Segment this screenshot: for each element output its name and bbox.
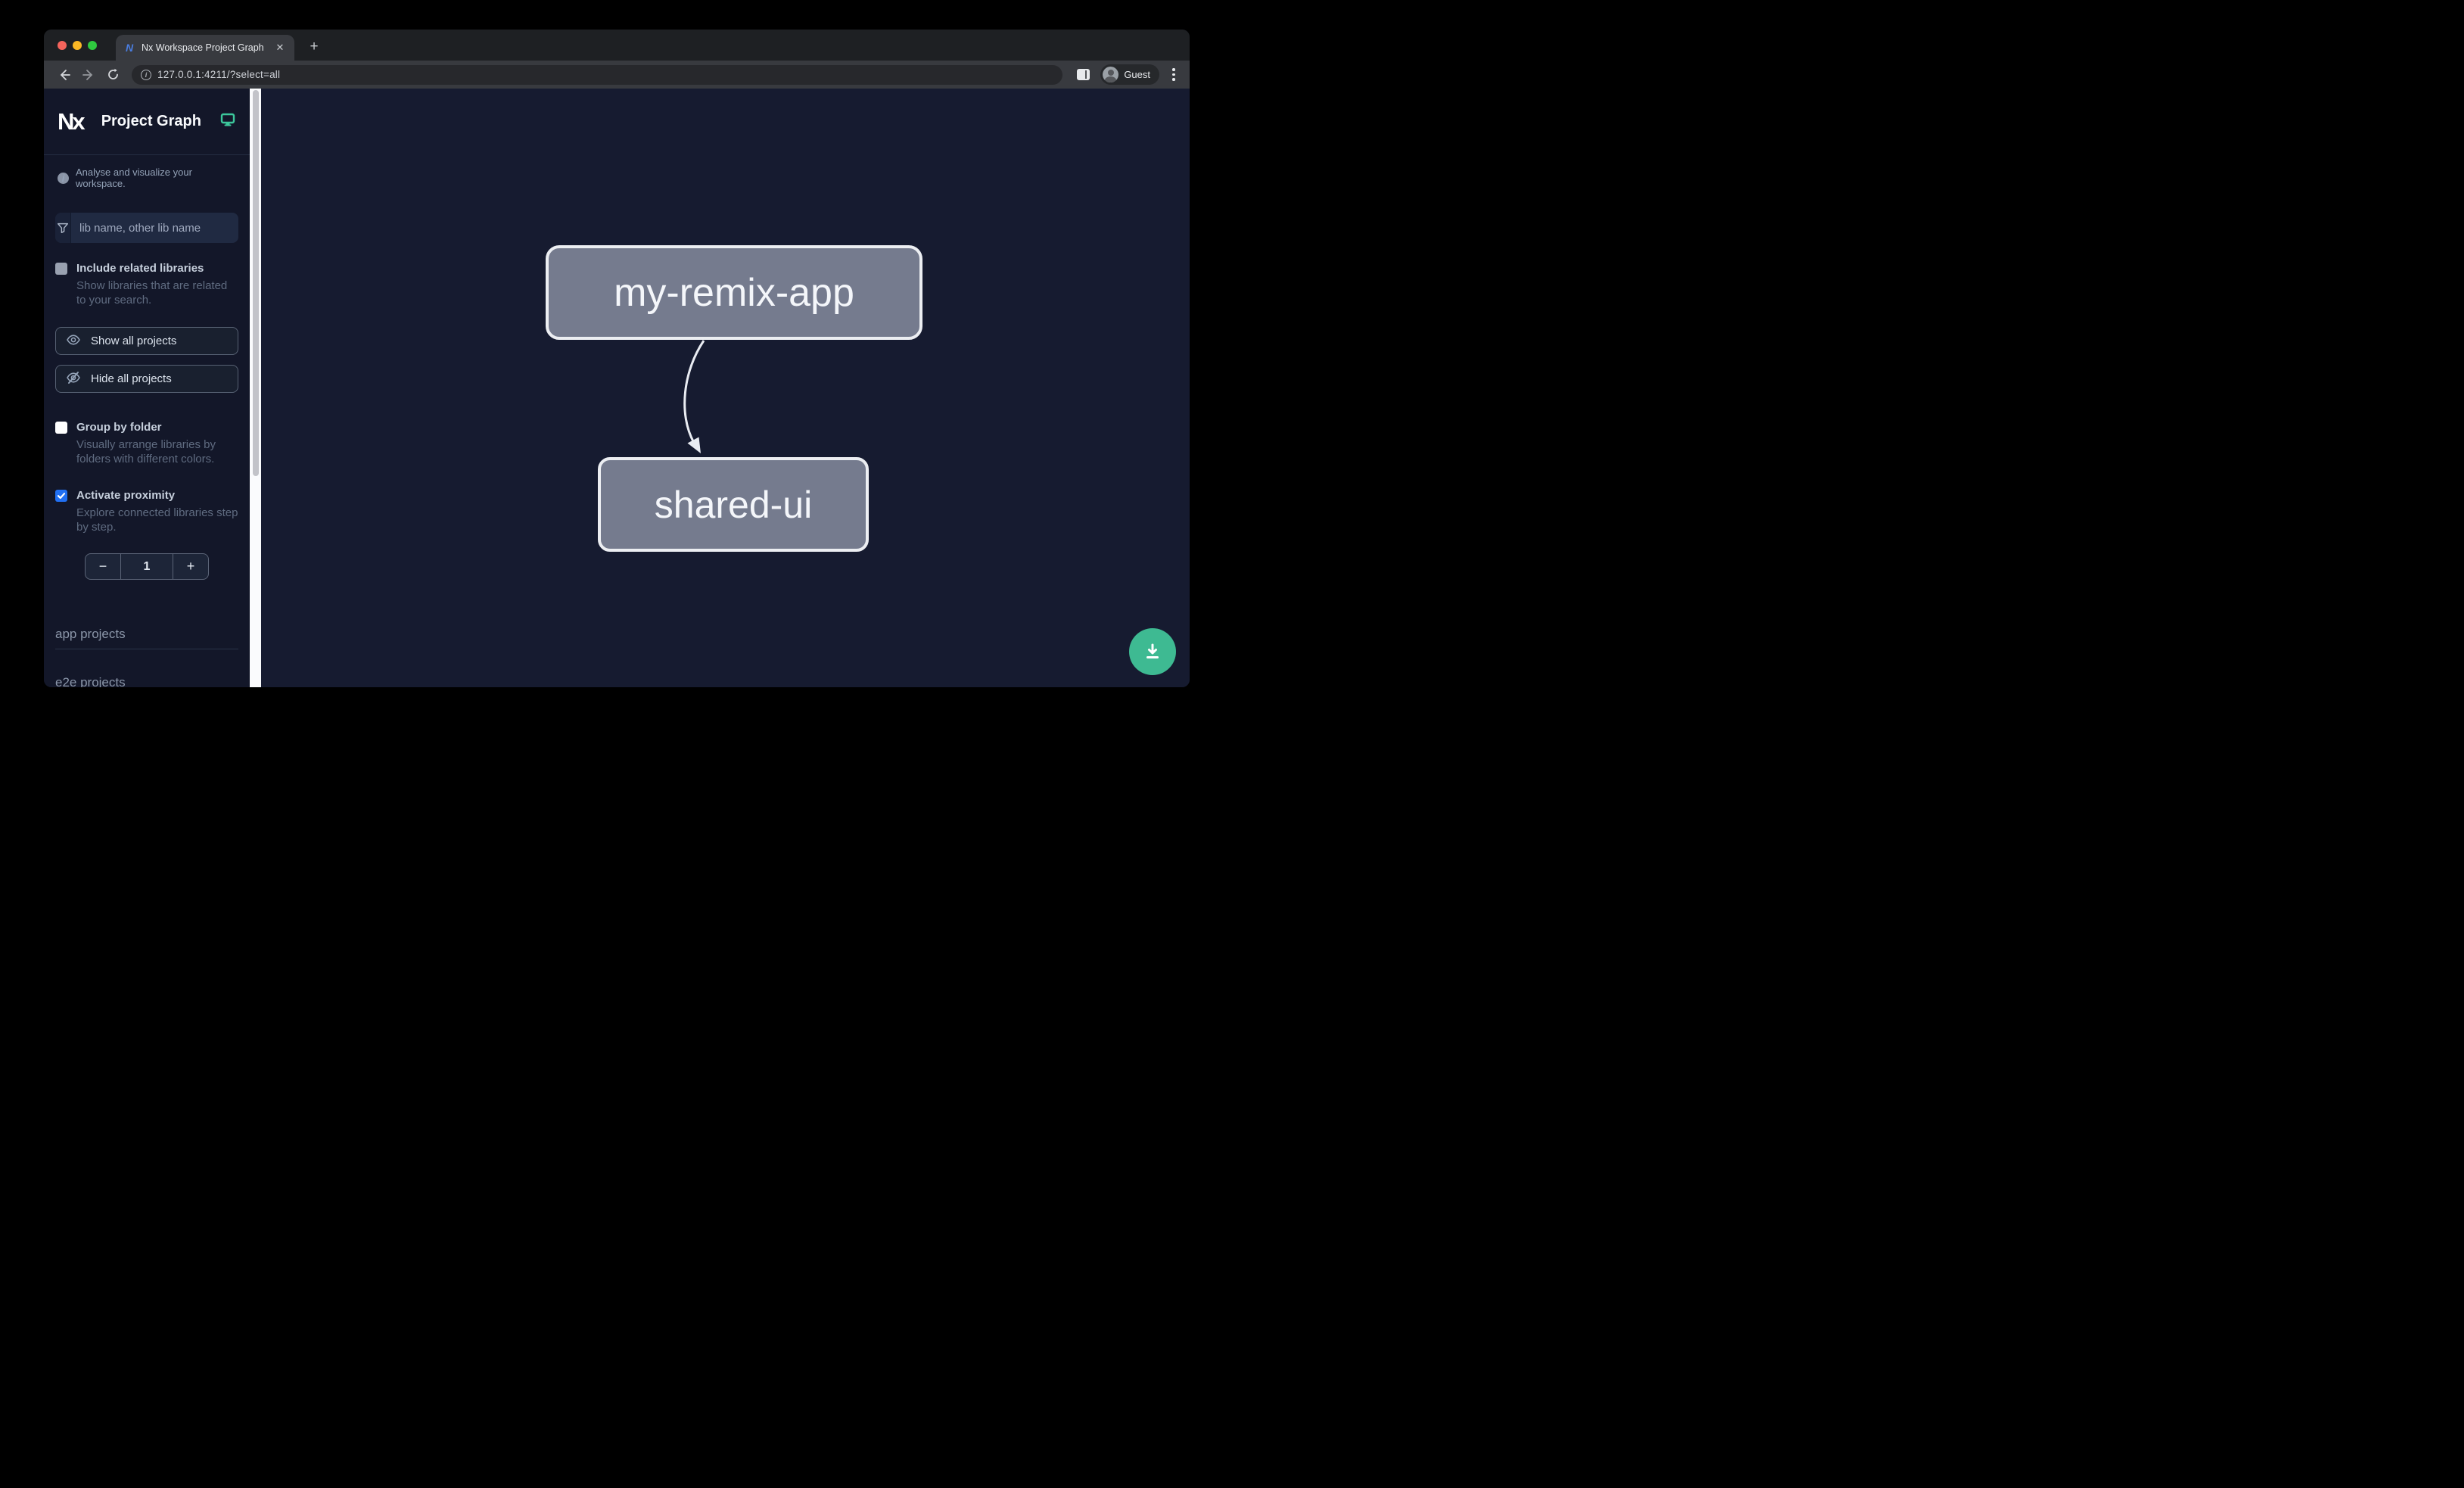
- graph-node[interactable]: my-remix-app: [546, 245, 922, 340]
- screenshot-stage: N Nx Workspace Project Graph ✕ + i 127.0…: [0, 0, 1232, 744]
- page-title: Project Graph: [101, 113, 201, 129]
- sidebar-scrollbar[interactable]: [250, 89, 261, 687]
- section-e2e-projects[interactable]: e2e projects: [55, 675, 238, 687]
- increment-button[interactable]: +: [173, 554, 208, 580]
- download-graph-button[interactable]: [1129, 628, 1176, 675]
- hide-all-projects-button[interactable]: Hide all projects: [55, 365, 238, 394]
- info-icon: i: [58, 172, 69, 184]
- workspace-tagline-row: i Analyse and visualize your workspace.: [44, 155, 250, 189]
- new-tab-button[interactable]: +: [310, 39, 319, 54]
- search-input[interactable]: [71, 213, 238, 243]
- browser-toolbar: i 127.0.0.1:4211/?select=all Guest: [44, 61, 1190, 89]
- browser-tab[interactable]: N Nx Workspace Project Graph ✕: [116, 35, 294, 61]
- group-by-folder-checkbox[interactable]: [55, 422, 67, 434]
- decrement-button[interactable]: −: [86, 554, 121, 580]
- window-controls: [58, 41, 97, 50]
- reload-icon[interactable]: [103, 65, 123, 85]
- nx-favicon-icon: N: [125, 42, 134, 54]
- download-icon: [1146, 643, 1159, 658]
- option-activate-proximity: Activate proximity Explore connected lib…: [44, 488, 250, 535]
- site-info-icon[interactable]: i: [141, 69, 151, 80]
- show-all-projects-button[interactable]: Show all projects: [55, 327, 238, 356]
- workspace-tagline: Analyse and visualize your workspace.: [76, 167, 192, 189]
- option-include-related: Include related libraries Show libraries…: [44, 261, 250, 308]
- maximize-window-button[interactable]: [88, 41, 97, 50]
- graph-node[interactable]: shared-ui: [598, 457, 869, 552]
- section-app-projects[interactable]: app projects: [55, 627, 238, 650]
- side-panel-icon[interactable]: [1073, 65, 1093, 85]
- page-content: Nx Project Graph i Analyse and visualize…: [44, 89, 1190, 687]
- browser-window: N Nx Workspace Project Graph ✕ + i 127.0…: [44, 30, 1190, 687]
- button-label: Hide all projects: [91, 372, 172, 386]
- close-window-button[interactable]: [58, 41, 67, 50]
- tab-strip: N Nx Workspace Project Graph ✕ +: [44, 30, 1190, 61]
- nx-logo: Nx: [58, 107, 86, 135]
- dependency-edge: [683, 340, 705, 453]
- search-field: [55, 213, 238, 243]
- activate-proximity-checkbox[interactable]: [55, 490, 67, 503]
- profile-button[interactable]: Guest: [1100, 64, 1159, 85]
- tab-close-icon[interactable]: ✕: [275, 42, 285, 53]
- avatar-icon: [1103, 67, 1119, 82]
- option-description: Explore connected libraries step by step…: [76, 506, 238, 534]
- profile-label: Guest: [1124, 69, 1150, 80]
- url-text: 127.0.0.1:4211/?select=all: [157, 69, 281, 80]
- minimize-window-button[interactable]: [73, 41, 82, 50]
- forward-icon[interactable]: [79, 65, 98, 85]
- proximity-stepper: − 1 +: [85, 553, 209, 581]
- browser-menu-icon[interactable]: [1167, 65, 1181, 85]
- graph-canvas[interactable]: my-remix-app shared-ui: [261, 89, 1190, 687]
- url-bar[interactable]: i 127.0.0.1:4211/?select=all: [132, 64, 1063, 85]
- option-description: Visually arrange libraries by folders wi…: [76, 437, 216, 466]
- sidebar-header: Nx Project Graph: [44, 89, 250, 155]
- back-icon[interactable]: [54, 65, 74, 85]
- tab-title: Nx Workspace Project Graph: [142, 42, 264, 53]
- proximity-value: 1: [143, 559, 151, 573]
- button-label: Show all projects: [91, 335, 177, 348]
- filter-icon: [55, 213, 71, 243]
- option-label: Activate proximity: [76, 489, 176, 503]
- scrollbar-thumb[interactable]: [252, 90, 259, 476]
- eye-off-icon: [66, 370, 81, 388]
- eye-icon: [66, 332, 81, 350]
- sidebar: Nx Project Graph i Analyse and visualize…: [44, 89, 250, 687]
- monitor-icon[interactable]: [219, 111, 236, 132]
- option-description: Show libraries that are related to your …: [76, 279, 228, 307]
- option-group-by-folder: Group by folder Visually arrange librari…: [44, 420, 250, 467]
- option-label: Include related libraries: [76, 262, 204, 275]
- option-label: Group by folder: [76, 421, 162, 434]
- include-related-checkbox[interactable]: [55, 263, 67, 275]
